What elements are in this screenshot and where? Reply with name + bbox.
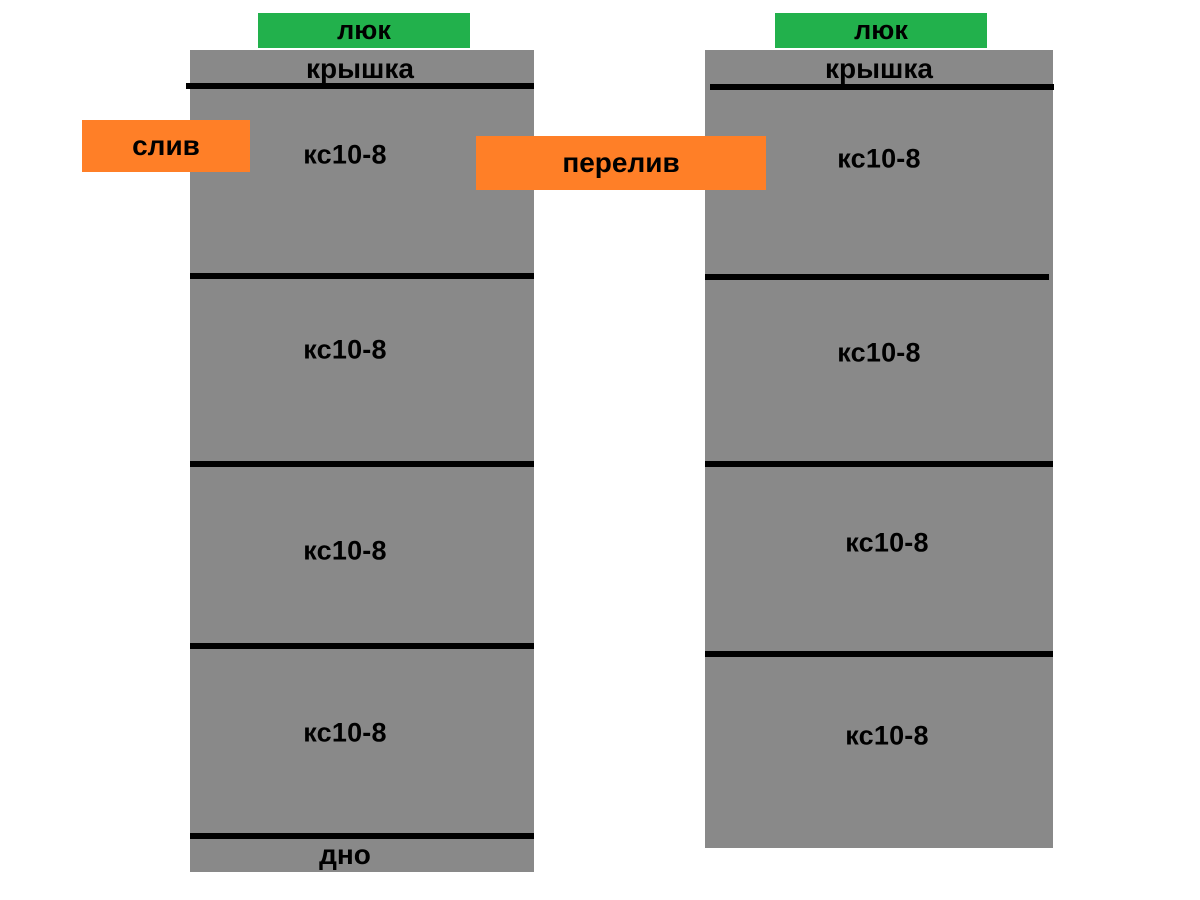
overflow-pipe-label: перелив <box>476 136 766 190</box>
left-tank-bottom-line <box>190 833 534 839</box>
right-tank-ring-label-2: кс10-8 <box>837 337 921 368</box>
right-tank-joint-line-1 <box>710 84 1054 90</box>
right-tank-cover-label: крышка <box>825 53 933 84</box>
left-tank-joint-line-3 <box>190 461 534 467</box>
right-tank-joint-line-2 <box>705 274 1049 280</box>
drain-pipe-label: слив <box>82 120 250 172</box>
left-tank-ring-label-2: кс10-8 <box>303 334 387 365</box>
left-tank-hatch-text: люк <box>337 15 391 45</box>
right-tank-ring-label-3: кс10-8 <box>845 527 929 558</box>
left-tank-joint-line-2 <box>190 273 534 279</box>
overflow-pipe-text: перелив <box>562 147 680 178</box>
right-tank-hatch-text: люк <box>854 15 908 45</box>
right-tank-joint-line-3 <box>705 461 1053 467</box>
left-tank-joint-line-4 <box>190 643 534 649</box>
left-tank-hatch-label: люк <box>258 13 470 48</box>
left-tank-ring-label-1: кс10-8 <box>303 139 387 170</box>
right-tank-hatch-label: люк <box>775 13 987 48</box>
right-tank-joint-line-4 <box>705 651 1053 657</box>
right-tank-ring-label-4: кс10-8 <box>845 720 929 751</box>
left-tank-bottom-label: дно <box>319 839 371 870</box>
left-tank-joint-line-1 <box>186 83 534 89</box>
left-tank-ring-label-4: кс10-8 <box>303 717 387 748</box>
drain-pipe-text: слив <box>132 130 200 161</box>
left-tank-cover-label: крышка <box>306 53 414 84</box>
left-tank-ring-label-3: кс10-8 <box>303 535 387 566</box>
right-tank-ring-label-1: кс10-8 <box>837 143 921 174</box>
